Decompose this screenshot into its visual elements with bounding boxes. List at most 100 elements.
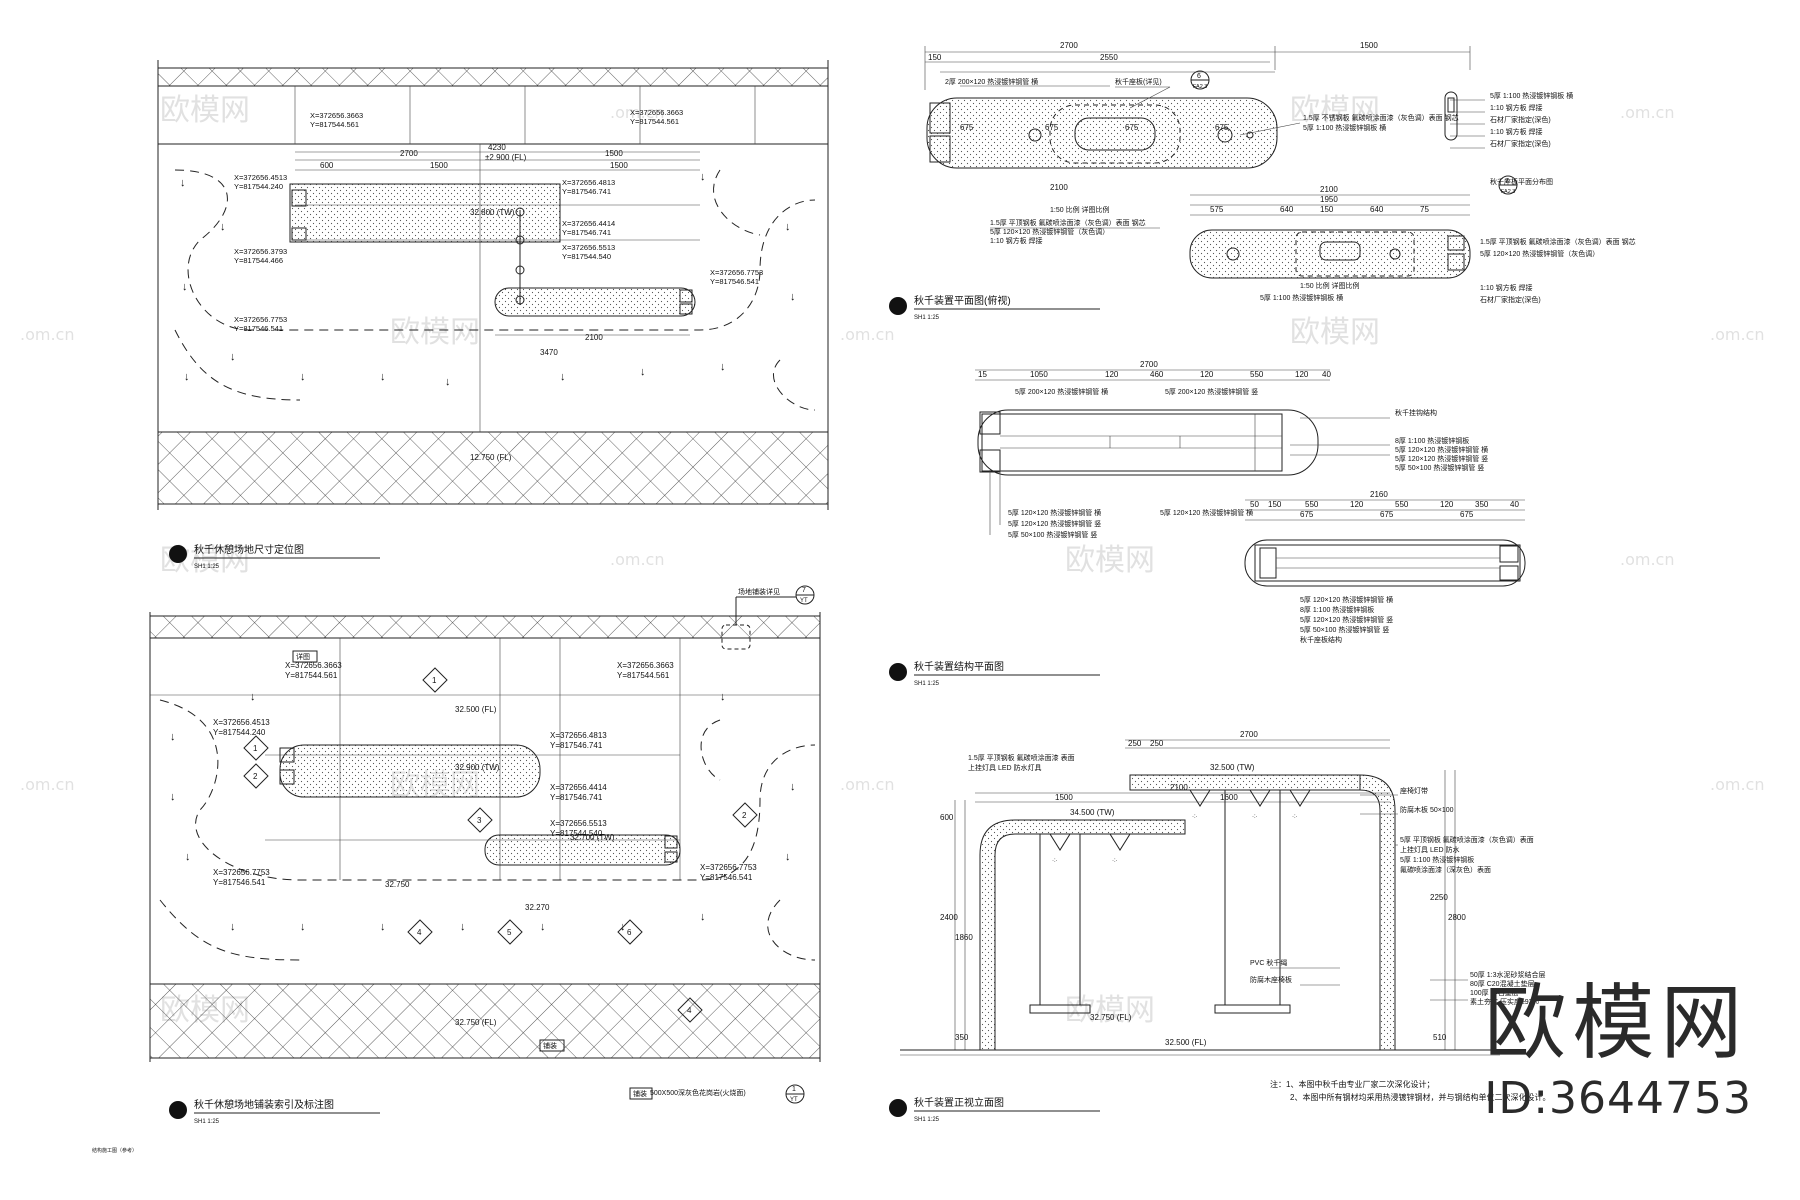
leader-label: 5厚 120×120 热浸镀锌钢管（灰色调） <box>1480 249 1599 258</box>
leader-label: 1.5厚 平顶钢板 氟碳喷涂面漆（灰色调）表面 钢芯 <box>990 218 1146 227</box>
coord-label: Y=817546.541 <box>234 324 283 333</box>
watermark-logo: 欧模网 <box>390 315 480 350</box>
dim-label: 640 <box>1280 205 1294 214</box>
leader-label: 5厚 120×120 热浸镀锌钢管 横 <box>1300 595 1393 604</box>
note-line: 注：1、本图中秋千由专业厂家二次深化设计； <box>1270 1079 1434 1089</box>
svg-text:↓: ↓ <box>182 281 188 293</box>
leader-label: 石材厂家指定(深色) <box>1480 295 1541 304</box>
leader-label: PVC 秋千绳 <box>1250 958 1287 967</box>
tag-label: 铺装 <box>633 1089 647 1098</box>
dim-label: 1050 <box>1030 370 1048 379</box>
coord-label: Y=817544.561 <box>630 117 679 126</box>
svg-text:↓: ↓ <box>785 221 791 233</box>
svg-text:·:·: ·:· <box>1252 814 1258 820</box>
elevation-label: 32.750 <box>385 880 410 889</box>
svg-text:↓: ↓ <box>220 221 226 233</box>
coord-label: Y=817544.561 <box>285 671 338 680</box>
coord-label: X=372656.3663 <box>285 661 342 670</box>
dim-label: 120 <box>1440 500 1454 509</box>
dim-label: 2700 <box>1240 730 1258 739</box>
leader-label: 5厚 200×120 热浸镀锌钢管 竖 <box>1165 387 1258 396</box>
leader-label: 1:10 钢方板 焊接 <box>1490 127 1543 136</box>
svg-text:↓: ↓ <box>380 371 386 383</box>
svg-text:↓: ↓ <box>230 351 236 363</box>
callout-sheet: YT <box>800 598 808 604</box>
svg-text:↓: ↓ <box>700 171 706 183</box>
watermark-domain: .om.cn <box>610 550 664 569</box>
leader-label: 5厚 1:100 热浸镀锌钢板 横 <box>1490 91 1573 100</box>
dim-label: 120 <box>1200 370 1214 379</box>
view-title: 秋千装置平面图(俯视) <box>914 294 1011 307</box>
dim-label: 1860 <box>955 933 973 942</box>
leader-label: 5厚 50×100 热浸镀锌钢管 竖 <box>1008 530 1097 539</box>
elevation-label: 32.500 (TW) <box>1210 763 1255 772</box>
svg-text:↓: ↓ <box>700 911 706 923</box>
coord-label: Y=817544.540 <box>550 829 603 838</box>
svg-text:↓: ↓ <box>170 791 176 803</box>
coord-label: X=372656.3663 <box>617 661 674 670</box>
leader-label: 5厚 120×120 热浸镀锌钢管 竖 <box>1395 454 1488 463</box>
leader-label: 1:10 钢方板 焊接 <box>1490 103 1543 112</box>
elevation-label: ±2.900 (FL) <box>485 153 527 162</box>
dim-label: 510 <box>1433 1033 1447 1042</box>
leader-label: 1:10 钢方板 焊接 <box>990 236 1043 245</box>
elevation-label: 32.750 (FL) <box>455 1018 497 1027</box>
dim-label: 1500 <box>1360 41 1378 50</box>
ref-num: 6 <box>1197 73 1201 80</box>
callout-label: 场地铺装详见 <box>738 587 780 596</box>
watermark-domain: .om.cn <box>20 775 74 794</box>
svg-text:4: 4 <box>687 1006 692 1015</box>
dim-label: 640 <box>1370 205 1384 214</box>
watermark-domain: .om.cn <box>840 325 894 344</box>
title-marker <box>889 1099 907 1117</box>
coord-label: Y=817544.561 <box>310 120 359 129</box>
coord-label: Y=817546.541 <box>710 277 759 286</box>
coord-label: Y=817546.741 <box>562 228 611 237</box>
view-scale: SH1 1:25 <box>194 1119 220 1125</box>
leader-label: 1:50 比例 详图比例 <box>1050 205 1110 214</box>
leader-label: 秋千座板结构 <box>1300 635 1342 644</box>
coord-label: X=372656.4414 <box>550 783 607 792</box>
svg-text:↓: ↓ <box>790 291 796 303</box>
plan-paving-view: ↓↓↓ ↓↓↓ ↓↓↓ ↓↓↓ ↓↓ 1 2 3 4 5 6 4 2 1 32.… <box>92 585 821 1154</box>
watermark-domain: .om.cn <box>20 325 74 344</box>
leader-label: 8厚 1:100 热浸镀锌钢板 <box>1395 436 1469 445</box>
dim-label: 1500 <box>605 149 623 158</box>
elevation-label: 32.500 (FL) <box>455 705 497 714</box>
dim-label: 2400 <box>940 913 958 922</box>
elevation-label: 32.500 (FL) <box>1165 1038 1207 1047</box>
leader-label: 素土夯实 压实度≥93% <box>1470 997 1539 1006</box>
elevation-label: 32.750 (FL) <box>1090 1013 1132 1022</box>
leader-label: 80厚 C20混凝土垫层 <box>1470 979 1535 988</box>
view-title: 秋千装置结构平面图 <box>914 660 1004 673</box>
dim-label: 75 <box>1420 205 1429 214</box>
watermark-logo: 欧模网 <box>1065 543 1155 578</box>
dim-label: 675 <box>1300 510 1314 519</box>
watermark-logo: 欧模网 <box>1290 93 1380 128</box>
watermark-domain: .om.cn <box>1620 550 1674 569</box>
leader-label: 5厚 120×120 热浸镀锌钢管 横 <box>1160 508 1253 517</box>
structure-plan-view: 2700 15 1050 120 460 120 550 120 40 5厚 2… <box>889 360 1526 687</box>
dim-label: 120 <box>1350 500 1364 509</box>
dim-label: 1500 <box>430 161 448 170</box>
dim-label: 3470 <box>540 348 558 357</box>
dim-label: 460 <box>1150 370 1164 379</box>
elevation-label: 34.500 (TW) <box>1070 808 1115 817</box>
coord-label: Y=817544.540 <box>562 252 611 261</box>
svg-text:·:·: ·:· <box>1112 858 1118 864</box>
watermark-layer: 欧模网 .om.cn 欧模网 .om.cn .om.cn 欧模网 .om.cn … <box>20 93 1764 1028</box>
view-scale: SH1 1:25 <box>914 315 940 321</box>
coord-label: Y=817544.240 <box>213 728 266 737</box>
svg-text:1: 1 <box>432 676 437 685</box>
svg-text:↓: ↓ <box>720 361 726 373</box>
dim-label: 2700 <box>1140 360 1158 369</box>
svg-text:↓: ↓ <box>180 177 186 189</box>
watermark-logo: 欧模网 <box>160 93 250 128</box>
svg-text:↓: ↓ <box>184 371 190 383</box>
dim-label: 575 <box>1210 205 1224 214</box>
leader-label: 5厚 200×120 热浸镀锌钢管 横 <box>1015 387 1108 396</box>
coord-label: Y=817544.466 <box>234 256 283 265</box>
dim-label: 120 <box>1105 370 1119 379</box>
svg-text:↓: ↓ <box>230 921 236 933</box>
dim-label: 1500 <box>1055 793 1073 802</box>
